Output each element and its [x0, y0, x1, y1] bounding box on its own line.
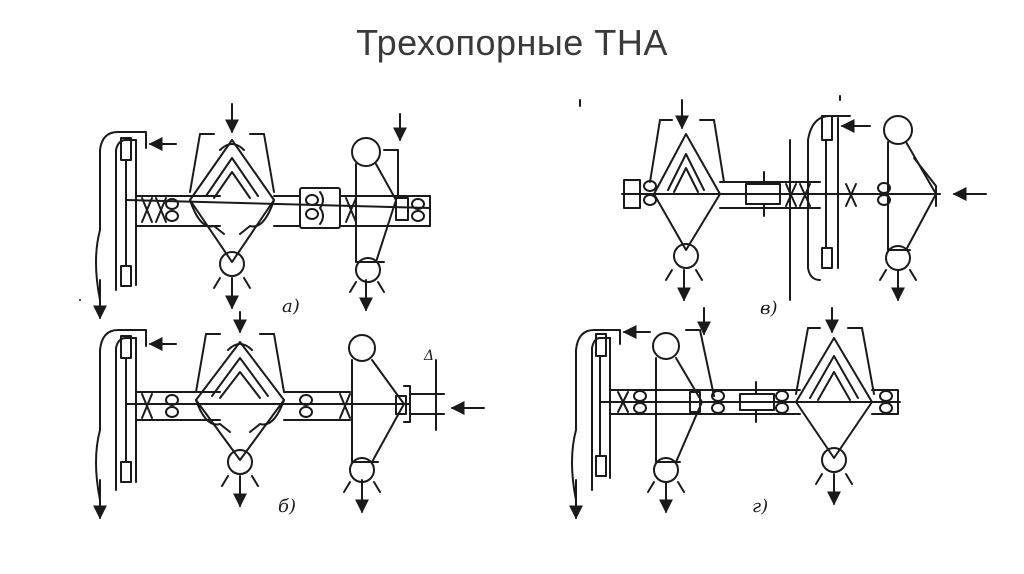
panel-a-pump-1	[189, 133, 275, 277]
panel-g-schematic	[569, 307, 901, 520]
panel-g-pump-1	[652, 329, 715, 483]
panel-b-dimension-mark: Δ	[423, 348, 434, 364]
slide-title: Трехопорные ТНА	[356, 22, 668, 63]
panel-b-pump-1	[195, 333, 285, 475]
panel-a-label: а)	[282, 296, 300, 317]
panel-v-schematic	[579, 95, 987, 302]
panel-a-coupling	[299, 187, 341, 229]
panel-v-label: в)	[760, 298, 778, 319]
panel-a-schematic	[79, 103, 431, 320]
panel-v-coupling	[745, 171, 781, 217]
panel-a-turbine-housing	[95, 131, 147, 301]
panel-g-pump-2	[795, 327, 875, 473]
panel-b-schematic	[93, 311, 485, 520]
panel-v-pump-1	[649, 119, 725, 269]
panel-v-turbine	[807, 115, 851, 281]
panel-b-label: б)	[278, 496, 296, 517]
panel-g-coupling	[739, 381, 775, 423]
panel-a-shaft	[125, 199, 431, 209]
panel-v-pump-2	[883, 115, 937, 271]
panel-g-label: г)	[752, 496, 768, 517]
panel-a-bearing-1	[141, 197, 167, 223]
panel-a-pump-2	[351, 137, 399, 283]
